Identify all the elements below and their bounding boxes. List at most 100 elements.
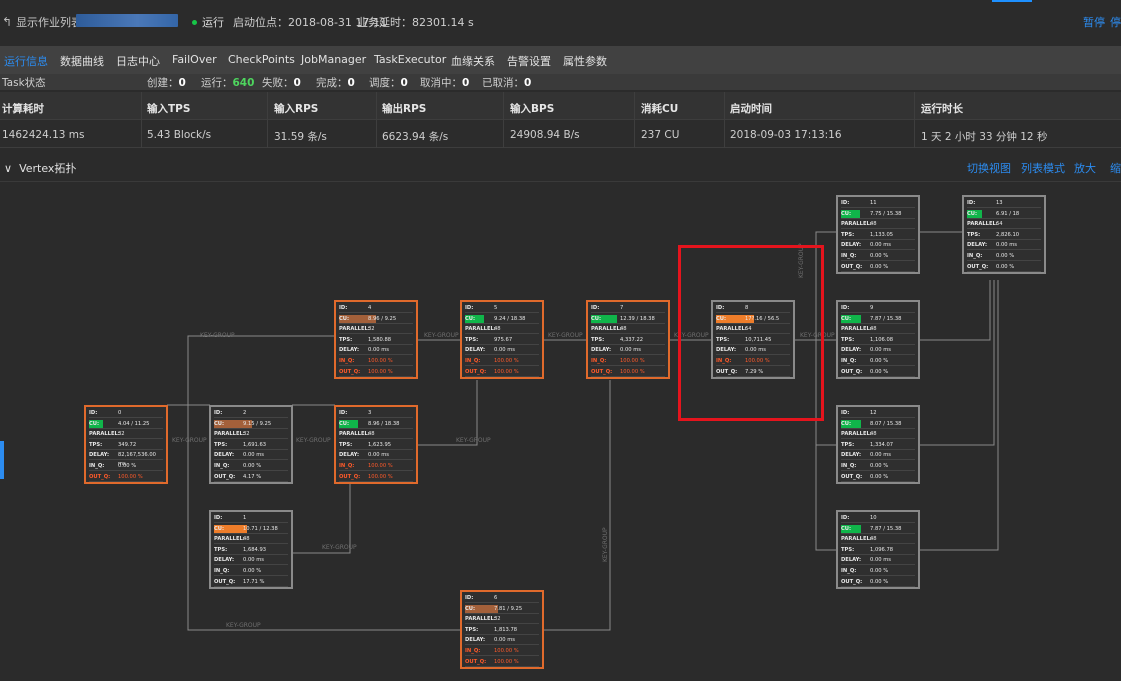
stop-button[interactable]: 停 — [1110, 16, 1121, 29]
node-field-label: TPS: — [214, 441, 228, 448]
node-field-id: ID:5 — [465, 304, 539, 313]
node-field-label: DELAY: — [465, 347, 486, 354]
node-field-label: DELAY: — [841, 242, 862, 249]
zoom-out-button[interactable]: 缩 — [1110, 162, 1121, 175]
node-field-value: 0.00 % — [870, 568, 889, 574]
node-field-label: CU: — [214, 525, 225, 532]
node-field-label: DELAY: — [716, 347, 737, 354]
node-field-label: ID: — [841, 200, 850, 206]
node-field-value: 0.00 % — [870, 253, 889, 259]
node-field-label: DELAY: — [89, 452, 110, 459]
node-field-value: 3 — [368, 410, 372, 416]
node-field-value: 100.00 % — [494, 368, 519, 375]
node-field-label: OUT_Q: — [841, 473, 863, 480]
node-field-tps: TPS:1,580.88 — [339, 336, 413, 345]
tab-properties[interactable]: 属性参数 — [563, 55, 607, 68]
node-field-parallel: PARALLEL:48 — [841, 325, 915, 335]
switch-view-button[interactable]: 切换视图 — [967, 162, 1011, 175]
metrics-value-row: 1462424.13 ms 5.43 Block/s 31.59 条/s 662… — [0, 120, 1121, 148]
status-dot-icon — [192, 19, 197, 25]
list-mode-button[interactable]: 列表模式 — [1021, 162, 1065, 175]
tab-run-info[interactable]: 运行信息 — [4, 55, 48, 76]
node-field-label: OUT_Q: — [465, 658, 487, 665]
node-field-delay: DELAY:0.00 ms — [214, 556, 288, 566]
edge-label: KEY-GROUP — [674, 332, 709, 339]
node-field-cu: CU:7.87 / 15.38 — [841, 314, 915, 324]
node-field-value: 100.00 % — [745, 358, 770, 364]
tab-taskexecutor[interactable]: TaskExecutor — [374, 53, 447, 66]
cu-usage-bar — [841, 314, 861, 323]
cu-usage-bar — [214, 524, 248, 533]
node-field-label: TPS: — [89, 441, 103, 448]
node-field-value: 64 — [996, 221, 1003, 228]
edge-label: KEY-GROUP — [200, 332, 235, 339]
metric-value: 1462424.13 ms — [2, 129, 85, 141]
node-field-label: ID: — [214, 410, 223, 416]
node-field-label: OUT_Q: — [339, 473, 361, 480]
edge-label: KEY-GROUP — [172, 437, 207, 444]
node-field-value: 6 — [494, 595, 498, 601]
node-field-label: DELAY: — [214, 452, 235, 459]
node-field-id: ID: 13 — [967, 199, 1041, 208]
node-field-label: PARALLEL: — [716, 326, 747, 333]
node-field-cu: CU:9.15 / 9.25 — [214, 419, 288, 429]
node-field-value: 0.00 % — [870, 578, 889, 585]
node-field-tps: TPS:1,623.95 — [339, 441, 413, 450]
node-field-label: CU: — [967, 210, 978, 217]
node-field-in-q: IN_Q:100.00 % — [716, 357, 790, 366]
tab-lineage[interactable]: 血缘关系 — [451, 55, 495, 68]
node-field-value: 100.00 % — [620, 358, 645, 364]
node-field-label: TPS: — [841, 546, 855, 553]
node-field-value: 0.00 % — [118, 463, 137, 469]
tab-log-center[interactable]: 日志中心 — [116, 55, 160, 68]
node-field-delay: DELAY:0.00 ms — [214, 451, 288, 461]
tab-failover[interactable]: FailOver — [172, 53, 217, 66]
node-field-in-q: IN_Q:100.00 % — [465, 647, 539, 656]
edge-label: KEY-GROUP — [800, 332, 835, 339]
node-field-label: ID: — [967, 200, 976, 206]
column-divider — [634, 92, 635, 148]
node-field-value: 9 — [870, 305, 874, 311]
side-scroll-handle[interactable] — [0, 441, 4, 479]
tab-checkpoints[interactable]: CheckPoints — [228, 53, 295, 66]
tab-jobmanager[interactable]: JobManager — [301, 53, 367, 66]
node-field-parallel: PARALLEL:32 — [214, 430, 288, 440]
pause-button[interactable]: 暂停 — [1083, 16, 1105, 29]
cu-usage-bar — [841, 419, 861, 428]
node-field-value: 4 — [368, 305, 372, 311]
node-field-label: OUT_Q: — [841, 263, 863, 270]
node-field-value: 0.00 % — [243, 568, 262, 574]
metric-header: 启动时间 — [730, 103, 772, 115]
node-field-value: 13 — [996, 200, 1003, 206]
column-divider — [914, 92, 915, 148]
tab-data-curve[interactable]: 数据曲线 — [60, 55, 104, 68]
tab-alert-settings[interactable]: 告警设置 — [507, 55, 551, 68]
node-field-cu: CU:9.24 / 18.38 — [465, 314, 539, 324]
node-field-out-q: OUT_Q:0.00 % — [841, 263, 915, 272]
node-field-value: 100.00 % — [494, 358, 519, 364]
vertex-section-toggle[interactable]: ∨ Vertex拓扑 — [4, 160, 76, 176]
node-field-in-q: IN_Q:0.00 % — [841, 567, 915, 576]
node-field-label: IN_Q: — [214, 568, 230, 574]
metric-value: 2018-09-03 17:13:16 — [730, 129, 842, 141]
node-field-label: OUT_Q: — [716, 368, 738, 375]
zoom-in-button[interactable]: 放大 — [1074, 162, 1096, 175]
node-field-label: IN_Q: — [465, 358, 481, 364]
metrics-header-row: 计算耗时 输入TPS 输入RPS 输出RPS 输入BPS 消耗CU 启动时间 运… — [0, 92, 1121, 120]
edge-label: KEY-GROUP — [548, 332, 583, 339]
task-status-title: Task状态 — [2, 77, 46, 89]
